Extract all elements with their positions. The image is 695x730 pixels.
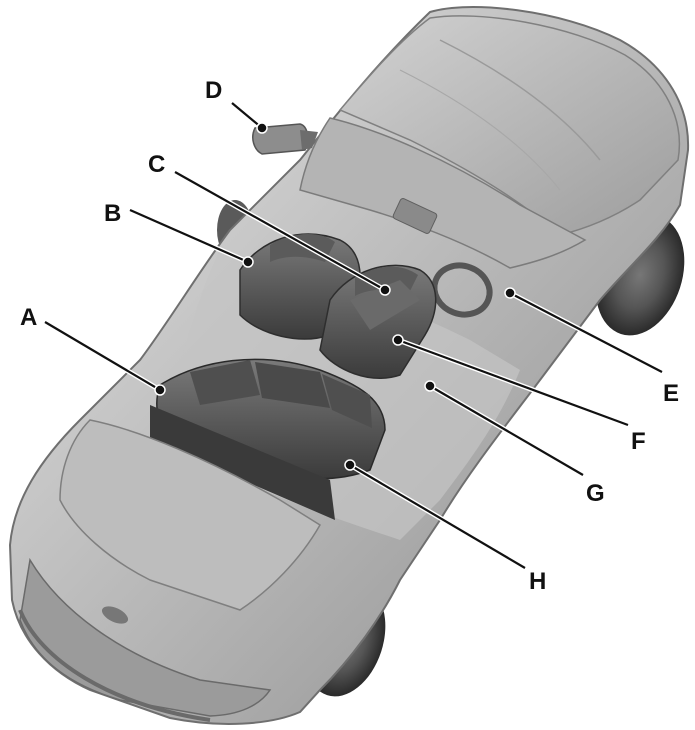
rear-seats: [150, 358, 386, 520]
leader-f: [392, 334, 629, 428]
callout-labels: A B C D E F G H: [20, 77, 679, 595]
hood-crease-2: [399, 69, 561, 191]
center-console: [350, 280, 420, 330]
callout-d: D: [205, 77, 222, 104]
callout-b: B: [104, 200, 121, 227]
leader-c: [173, 169, 391, 296]
leader-g: [424, 380, 585, 478]
front-seats: [239, 233, 437, 379]
leader-lines: [43, 101, 664, 571]
hood: [338, 15, 681, 236]
callout-a: A: [20, 304, 37, 331]
cargo-area: [59, 419, 322, 611]
callout-g: G: [586, 480, 605, 507]
leader-h: [344, 459, 527, 571]
dashboard: [299, 117, 587, 269]
leader-b: [128, 207, 254, 268]
callout-c: C: [148, 151, 165, 178]
callout-e: E: [663, 380, 679, 407]
center-console-screen: [392, 198, 438, 234]
rear-bumper: [18, 609, 211, 722]
rear-seat-base: [150, 405, 335, 520]
steering-wheel: [431, 262, 493, 318]
callout-f: F: [631, 428, 646, 455]
hood-crease: [439, 39, 601, 161]
side-mirror: [252, 123, 318, 155]
leader-d: [230, 101, 268, 134]
callout-h: H: [529, 568, 546, 595]
rear-badge: [101, 606, 129, 624]
leader-a: [43, 319, 166, 396]
leader-e: [504, 287, 664, 375]
